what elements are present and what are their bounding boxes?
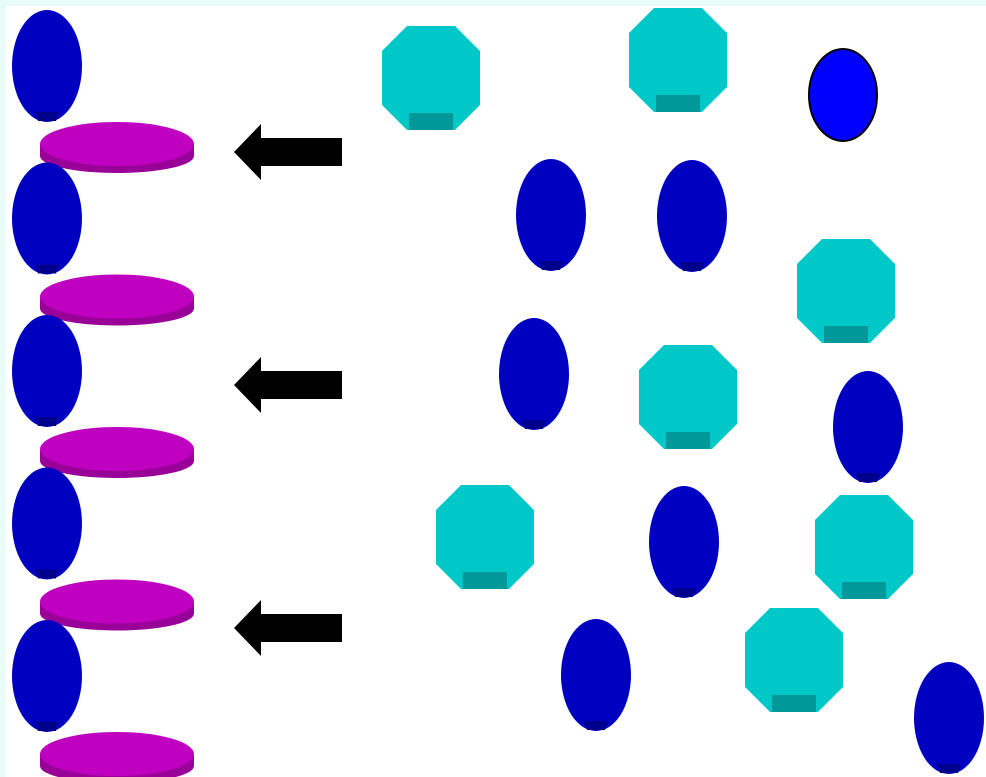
stacked-disc-5: [40, 732, 194, 777]
octagon-5: [436, 485, 534, 589]
free-oval-5: [649, 486, 719, 598]
octagon-2: [629, 8, 727, 112]
stacked-oval-4: [12, 468, 82, 580]
free-oval-3: [499, 318, 569, 430]
free-oval-6: [561, 619, 631, 731]
arrow-1: [234, 124, 342, 180]
octagon-1: [382, 26, 480, 130]
stacked-disc-1: [40, 122, 194, 173]
octagon-6: [815, 495, 913, 599]
stacked-disc-4: [40, 580, 194, 631]
octagon-7: [745, 608, 843, 712]
stacked-oval-1: [12, 10, 82, 122]
arrow-3: [234, 600, 342, 656]
octagon-4: [639, 345, 737, 449]
stacked-oval-3: [12, 315, 82, 427]
stacked-disc-3: [40, 427, 194, 478]
free-oval-4: [833, 371, 903, 483]
free-oval-1: [516, 159, 586, 271]
octagon-3: [797, 239, 895, 343]
stacked-oval-2: [12, 163, 82, 275]
arrow-2: [234, 357, 342, 413]
stacked-oval-5: [12, 620, 82, 732]
diagram-canvas: [6, 6, 986, 777]
diagram-scene: [6, 6, 986, 777]
free-oval-7: [914, 662, 984, 774]
highlighted-oval: [809, 49, 877, 141]
stacked-disc-2: [40, 275, 194, 326]
free-oval-2: [657, 160, 727, 272]
